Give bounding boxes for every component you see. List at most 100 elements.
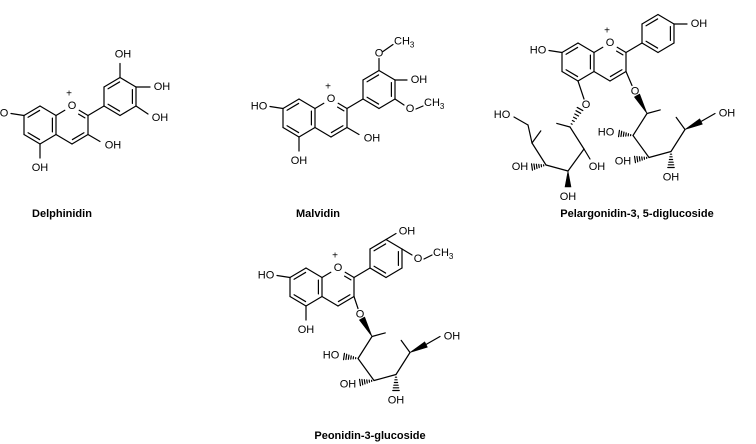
positive-charge-label: + xyxy=(604,26,610,37)
hash-bond-line xyxy=(576,106,584,112)
hash-bond-line xyxy=(638,156,641,162)
hash-bond-line xyxy=(530,163,534,171)
atom-label: OH xyxy=(560,191,577,203)
bond-line xyxy=(135,105,149,115)
double-bond-line xyxy=(336,106,345,112)
atom-label: HO xyxy=(0,108,9,120)
atom-label: OH xyxy=(115,49,132,61)
double-bond-line xyxy=(71,132,85,141)
molecule-delphinidin: O+OHOHOHHOOHOHDelphinidin xyxy=(0,49,170,221)
bond-line xyxy=(276,274,291,279)
bond-line xyxy=(23,133,41,145)
double-bond-line xyxy=(645,40,659,49)
double-bond-line xyxy=(107,103,121,112)
double-bond-line xyxy=(609,69,623,78)
positive-charge-label: + xyxy=(332,251,338,262)
bond-line xyxy=(561,70,579,82)
bond-line xyxy=(556,122,571,128)
bond-line xyxy=(569,126,585,150)
bond-line xyxy=(314,102,325,110)
bond-line xyxy=(415,105,424,110)
bond-line xyxy=(373,373,397,382)
bond-line xyxy=(55,109,66,117)
bond-line xyxy=(378,98,396,110)
bond-line xyxy=(625,70,633,87)
wedge-bond xyxy=(359,316,373,337)
bond-line xyxy=(305,295,323,307)
atom-label: OH xyxy=(399,226,416,238)
bond-line xyxy=(657,13,675,25)
bond-line xyxy=(369,238,387,250)
molecule-name-label: Delphinidin xyxy=(32,208,92,220)
bond-line xyxy=(269,105,284,110)
bond-line xyxy=(298,98,316,110)
bond-line xyxy=(119,105,137,117)
atom-label: OH xyxy=(411,74,428,86)
molecule-name-label: Malvidin xyxy=(296,208,340,220)
double-bond-line xyxy=(373,265,387,274)
hash-bond-line xyxy=(575,110,582,114)
bond-line xyxy=(71,133,89,145)
double-bond-line xyxy=(27,132,41,141)
bond-line xyxy=(625,42,643,54)
wedge-bond xyxy=(409,341,428,353)
ring-oxygen-label: O xyxy=(334,262,343,274)
double-bond-line xyxy=(293,271,307,280)
atom-label: OH xyxy=(719,108,736,120)
bond-line xyxy=(337,102,348,110)
bond-line xyxy=(577,42,595,54)
hash-bond-line xyxy=(620,130,623,138)
bond-line xyxy=(531,130,542,144)
atom-label: OH xyxy=(340,379,357,391)
bond-line xyxy=(548,49,563,54)
atom-label: OH xyxy=(364,133,381,145)
bond-line xyxy=(513,116,529,126)
ring-oxygen-label: O xyxy=(327,93,336,105)
bond-line xyxy=(641,13,659,25)
bond-line xyxy=(39,133,57,145)
hash-bond-line xyxy=(363,379,366,385)
methyl-label: CH3 xyxy=(424,97,445,111)
wedge-bond xyxy=(634,93,648,114)
double-bond-line xyxy=(27,109,41,118)
wedge-bond xyxy=(564,170,572,188)
bond-line xyxy=(314,126,332,138)
atom-label: O xyxy=(631,86,640,98)
atom-label: OH xyxy=(615,156,632,168)
bond-line xyxy=(401,248,413,256)
bond-line xyxy=(632,112,648,137)
hash-bond-line xyxy=(533,163,536,170)
atom-label: OH xyxy=(691,18,708,30)
atom-label: OH xyxy=(663,172,680,184)
atom-label: O xyxy=(414,253,423,265)
positive-charge-label: + xyxy=(325,82,331,93)
double-bond-line xyxy=(366,74,380,83)
bond-line xyxy=(567,148,585,172)
double-bond-line xyxy=(293,294,307,303)
bond-line xyxy=(87,133,101,143)
double-bond-line xyxy=(343,275,352,281)
bond-line xyxy=(395,351,411,376)
atom-label: O xyxy=(406,103,415,115)
positive-charge-label: + xyxy=(66,89,72,100)
bond-line xyxy=(357,335,373,360)
bond-line xyxy=(382,43,394,53)
bond-line xyxy=(632,134,650,159)
bond-line xyxy=(346,98,364,110)
double-bond-line xyxy=(373,243,387,252)
hash-bond-line xyxy=(347,354,350,360)
atom-label: OH xyxy=(298,324,315,336)
double-bond-line xyxy=(337,294,351,303)
bond-line xyxy=(394,98,405,106)
hash-bond-line xyxy=(633,155,637,164)
double-bond-line xyxy=(565,69,579,78)
hash-bond-line xyxy=(574,113,580,117)
atom-label: O xyxy=(356,309,365,321)
double-bond-line xyxy=(565,46,579,55)
hash-bond-line xyxy=(535,163,538,170)
atom-label: HO xyxy=(494,109,511,121)
bond-line xyxy=(321,271,332,279)
atom-label: OH xyxy=(291,155,308,167)
bond-line xyxy=(648,150,672,159)
